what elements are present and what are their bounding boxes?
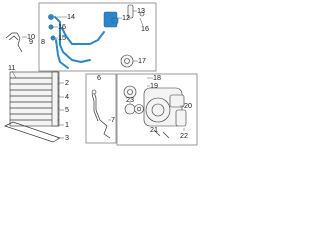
compressor-box (116, 73, 198, 146)
refrigerant-lines-box (38, 2, 157, 72)
callout-19: 19 (150, 81, 158, 90)
callout-21: 21 (150, 125, 158, 134)
callout-8: 8 (41, 37, 45, 46)
suction-hose-box (85, 73, 117, 144)
callout-16b: 16 (141, 24, 149, 33)
grommet-part (120, 54, 134, 68)
callout-1: 1 (65, 120, 69, 129)
callout-4: 4 (65, 92, 69, 101)
callout-3: 3 (65, 133, 69, 142)
clutch-plate-part (123, 85, 144, 115)
callout-12: 12 (122, 13, 130, 22)
callout-17: 17 (138, 56, 146, 65)
callout-16: 16 (58, 22, 66, 31)
callout-7: 7 (111, 115, 115, 124)
callout-9: 9 (29, 37, 33, 46)
leader-16b (139, 17, 144, 27)
parts-diagram: 10 11 2 4 5 1 3 14 16 15 9 8 12 13 16 17… (0, 0, 200, 147)
callout-10: 10 (27, 32, 35, 41)
diagram-canvas: 10 11 2 4 5 1 3 14 16 15 9 8 12 13 16 17… (4, 2, 198, 146)
callout-18: 18 (153, 73, 161, 82)
callout-14: 14 (67, 12, 75, 21)
suction-hose-part (91, 89, 111, 139)
refrigerant-line-highlight (48, 11, 119, 69)
condenser-part (9, 71, 60, 127)
compressor-part (143, 87, 187, 127)
callout-5: 5 (65, 105, 69, 114)
callout-15: 15 (58, 33, 66, 42)
leader-11 (11, 70, 17, 79)
callout-11: 11 (8, 63, 15, 72)
pipe-fitting-part (127, 4, 145, 19)
callout-22: 22 (180, 131, 188, 140)
callout-6: 6 (97, 73, 101, 82)
callout-23: 23 (126, 95, 134, 104)
callout-20: 20 (184, 101, 192, 110)
pipe-bracket-part (5, 32, 23, 53)
callout-13: 13 (137, 6, 145, 15)
bolt-part (153, 129, 170, 139)
callout-2: 2 (65, 78, 69, 87)
